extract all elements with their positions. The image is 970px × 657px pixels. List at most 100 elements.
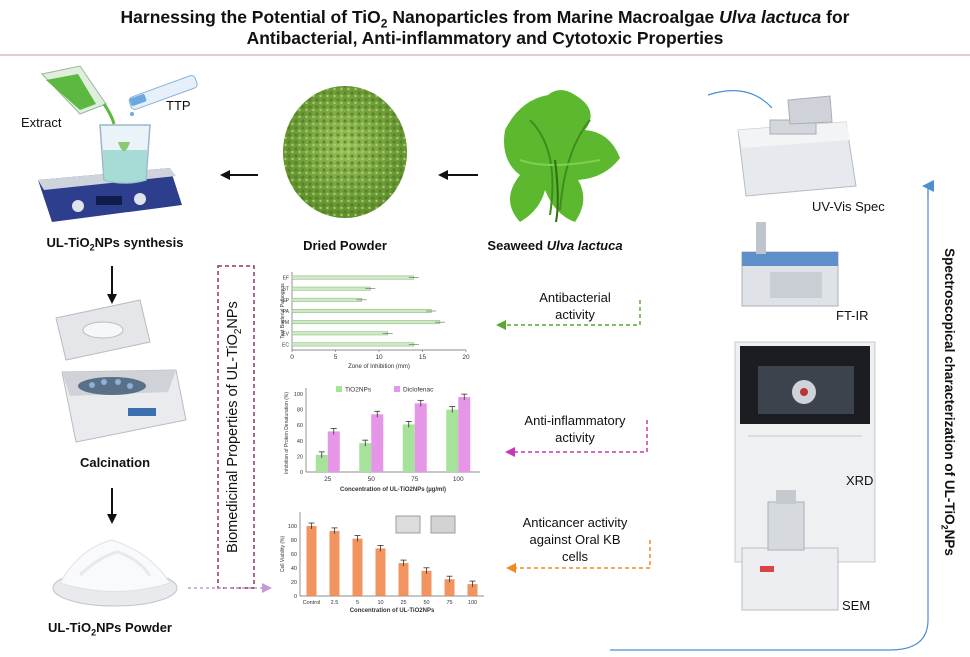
y-tick-label: 80 <box>297 408 303 414</box>
synthesis-illustration <box>38 65 198 222</box>
biomed-label: Biomedicinal Properties of UL-TiO2NPs <box>225 267 247 587</box>
synthesis-label: UL-TiO2NPs synthesis <box>20 235 210 253</box>
legend-swatch <box>394 386 400 392</box>
label-line: Anti-inflammatory <box>524 413 626 428</box>
centrifuge-panel <box>128 408 156 416</box>
title-divider <box>0 54 970 56</box>
x-tick-label: 15 <box>419 354 427 361</box>
x-tick-label: 5 <box>334 354 338 361</box>
arrow-antibacterial <box>496 300 641 330</box>
label-part: UL-TiO <box>46 235 90 250</box>
blue-arc-top <box>707 90 773 109</box>
ftir-instrument-icon <box>741 222 839 307</box>
title-line-2: Antibacterial, Anti-inflammatory and Cyt… <box>246 28 724 48</box>
bar <box>291 275 415 280</box>
sem-label: SEM <box>842 598 871 613</box>
y-tick-label: 20 <box>297 454 303 460</box>
y-tick-label: 60 <box>297 423 303 429</box>
title-species: Ulva lactuca <box>719 7 822 27</box>
label-part: NPs <box>942 529 957 556</box>
label-line: Anticancer activity <box>522 515 628 530</box>
x-axis-label: Zone of Inhibition (mm) <box>348 364 410 370</box>
label-subscript: 2 <box>91 627 97 638</box>
label-part: UL-TiO <box>48 620 92 635</box>
bar-diclofenac <box>371 414 384 472</box>
powder-dish-illustration <box>52 539 178 607</box>
y-tick-label: 40 <box>297 439 303 445</box>
title-part: for <box>821 7 850 27</box>
bar-tio2nps <box>359 443 372 472</box>
x-tick-label: 25 <box>400 600 406 606</box>
ftir-label: FT-IR <box>836 308 869 323</box>
y-tick-label: PA <box>283 309 290 315</box>
title-subscript: 2 <box>380 16 388 31</box>
bar <box>291 309 432 313</box>
x-tick-label: 25 <box>324 476 332 483</box>
y-tick-label: SP <box>282 298 289 304</box>
label-line: cells <box>561 549 588 564</box>
biomed-box <box>217 265 255 589</box>
y-tick-label: ST <box>283 287 289 293</box>
bar <box>291 342 415 347</box>
x-tick-label: 10 <box>375 354 383 361</box>
powder-label: UL-TiO2NPs Powder <box>10 620 210 638</box>
sem-instrument-icon <box>741 490 839 611</box>
title-line-1: Harnessing the Potential of TiO2 Nanopar… <box>0 7 970 35</box>
spectro-label: Spectroscopical characterization of UL-T… <box>937 232 957 572</box>
uvvis-label: UV-Vis Spec <box>812 199 885 214</box>
y-tick-label: EV <box>282 331 289 337</box>
dried-powder-illustration <box>283 86 407 218</box>
bar <box>291 297 362 302</box>
x-tick-label: 50 <box>368 476 376 483</box>
label-part: Spectroscopical characterization of UL-T… <box>942 248 957 525</box>
x-tick-label: 75 <box>411 476 419 483</box>
y-tick-label: 20 <box>291 580 297 586</box>
bar <box>306 526 317 596</box>
ttp-pipette-icon <box>128 75 198 116</box>
y-tick-label: 0 <box>300 470 303 476</box>
y-axis-label: Cell Viability (%) <box>280 536 286 573</box>
y-tick-label: 40 <box>291 566 297 572</box>
extract-label: Extract <box>21 115 62 130</box>
bar <box>375 548 386 596</box>
micrograph-thumbnail <box>395 515 421 534</box>
x-tick-label: 0 <box>290 354 294 361</box>
xrd-instrument-icon <box>734 341 876 563</box>
bar <box>291 331 388 336</box>
y-axis-label: Test Bacterial Pathogens <box>280 283 286 339</box>
uvvis-instrument-icon <box>737 95 857 197</box>
bar <box>421 570 432 596</box>
bar-diclofenac <box>458 397 471 472</box>
blue-arc-right <box>610 190 929 651</box>
bar <box>398 563 409 596</box>
xrd-label: XRD <box>846 473 874 488</box>
x-tick-label: 75 <box>446 600 452 606</box>
extract-bottle-icon <box>41 65 116 125</box>
x-tick-label: 50 <box>423 600 429 606</box>
seaweed-label: Seaweed Ulva lactuca <box>470 238 640 253</box>
bar-tio2nps <box>315 454 328 472</box>
label-part: NPs <box>225 301 241 329</box>
label-subscript: 2 <box>89 242 95 253</box>
bar <box>291 286 371 291</box>
x-tick-label: 100 <box>468 600 477 606</box>
seaweed-illustration <box>504 90 620 223</box>
arrow-antiinflammatory <box>505 420 648 457</box>
y-tick-label: 100 <box>294 392 303 398</box>
x-tick-label: 100 <box>453 476 464 483</box>
label-part: Biomedicinal Properties of UL-TiO <box>225 334 241 553</box>
centrifuge-illustration <box>55 299 187 443</box>
micrograph-thumbnail <box>430 515 456 534</box>
antiinflammatory-label: Anti-inflammatory activity <box>510 412 640 446</box>
hotplate-knob <box>72 200 84 212</box>
label-line: activity <box>555 430 595 445</box>
y-tick-label: EC <box>282 342 289 348</box>
bar <box>352 538 363 596</box>
y-tick-label: EF <box>283 276 289 282</box>
anticancer-label: Anticancer activity against Oral KB cell… <box>510 514 640 565</box>
bar-tio2nps <box>446 409 459 472</box>
bar-tio2nps <box>402 424 415 472</box>
label-subscript: 2 <box>232 328 244 335</box>
